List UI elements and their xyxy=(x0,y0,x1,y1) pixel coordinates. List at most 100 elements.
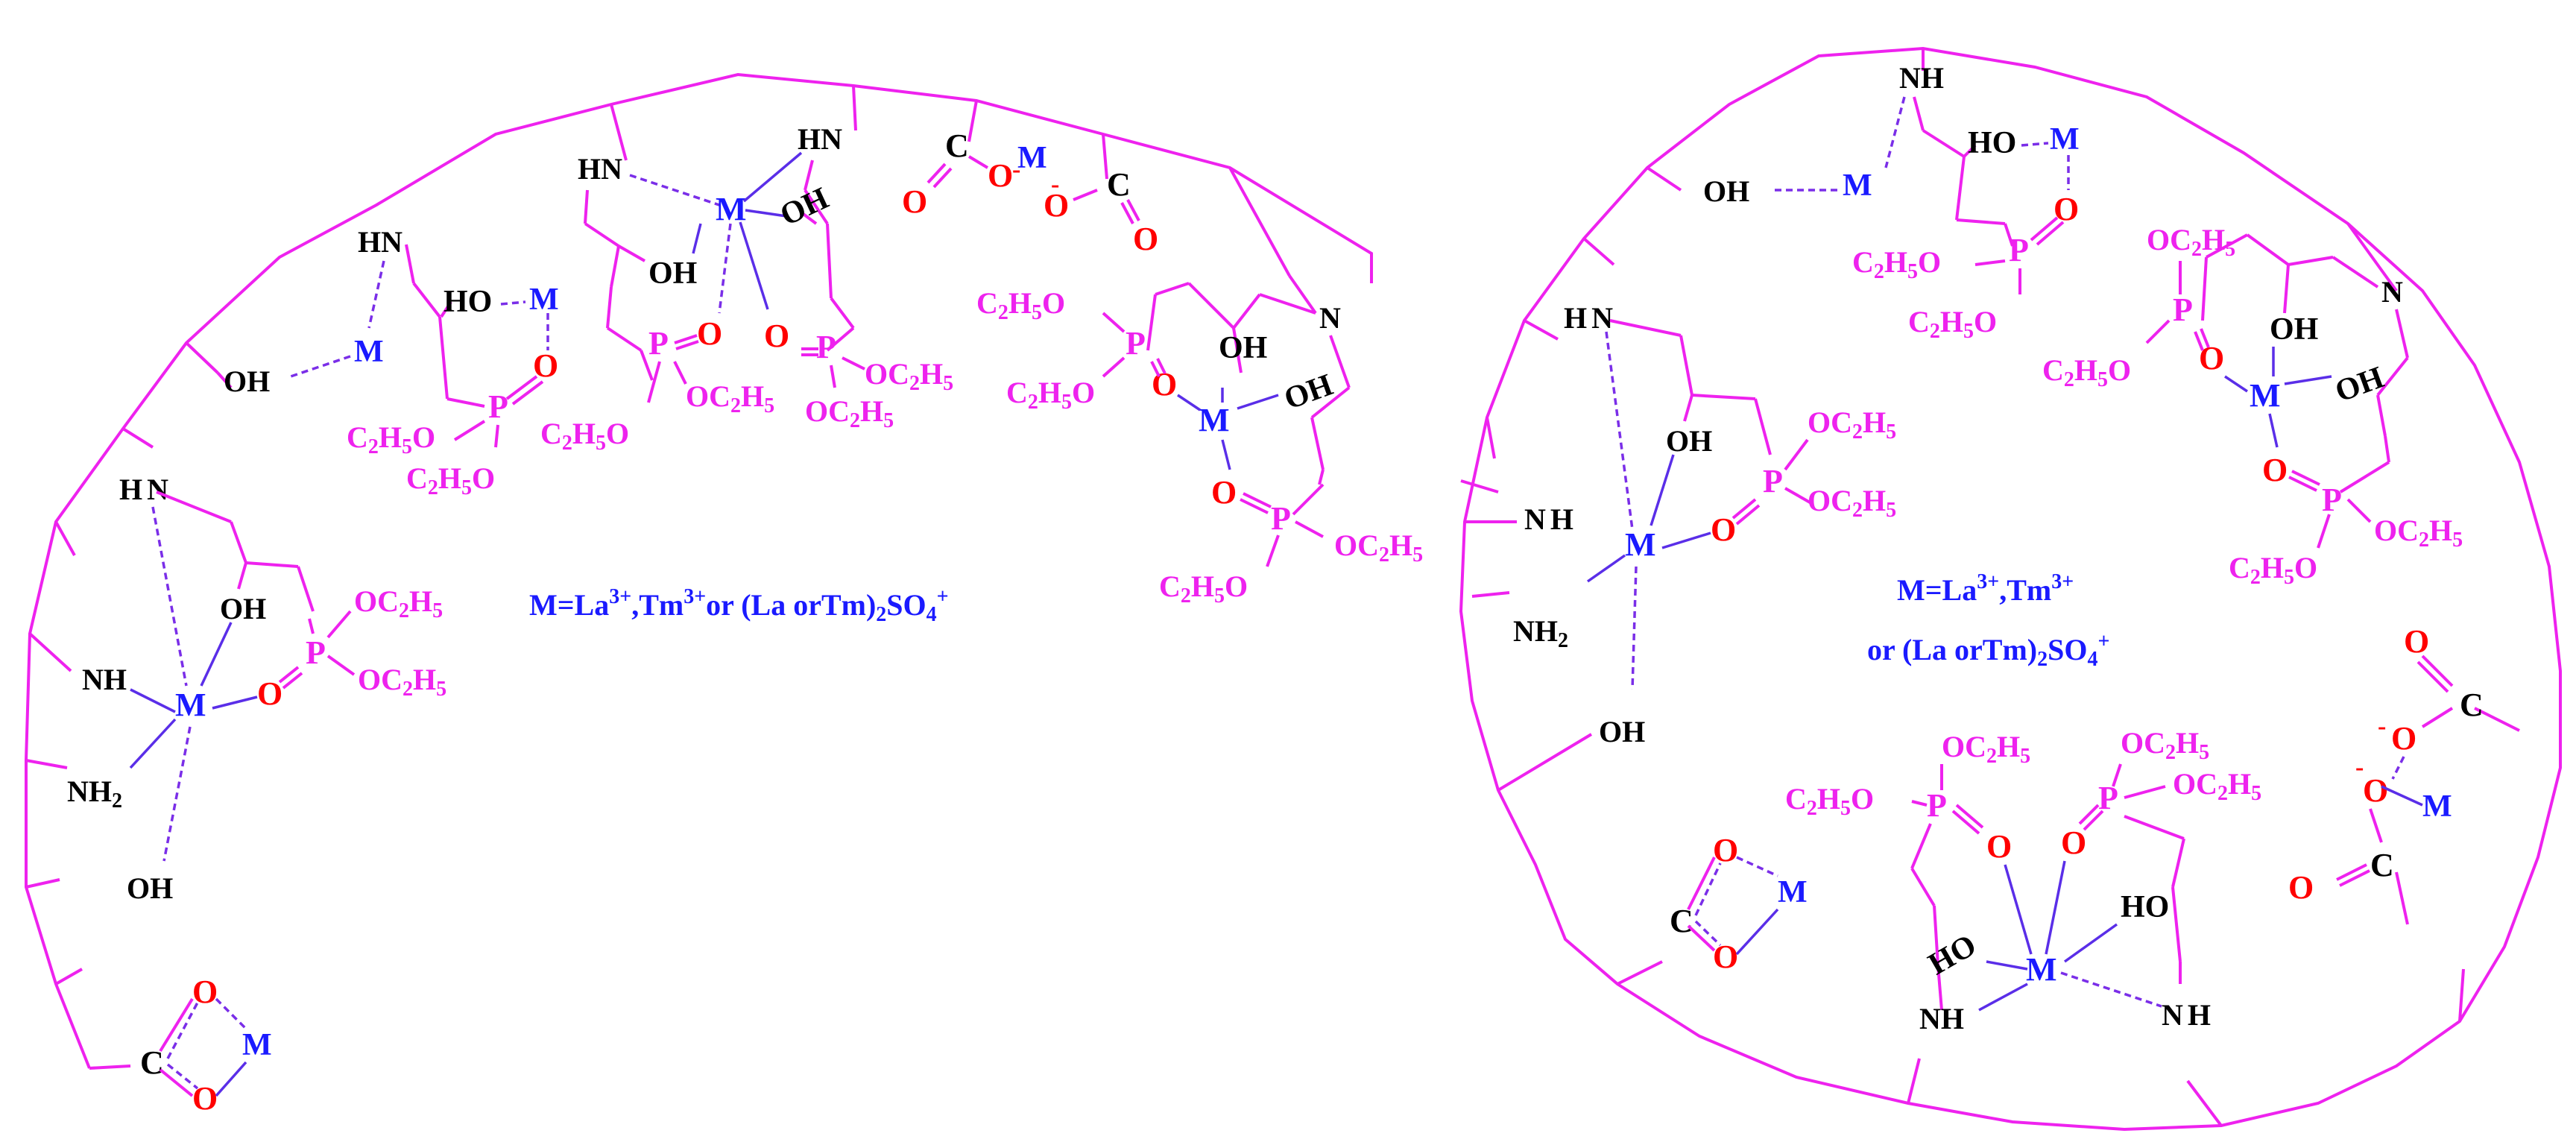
nitrogen-label: N xyxy=(1319,301,1341,335)
oxygen-label: O xyxy=(1713,939,1738,975)
metal-definition-legend-right-line2: or (La orTm)2SO4+ xyxy=(1867,630,2109,671)
hydroxyl-label: OH xyxy=(127,871,173,905)
phosphorus-label: P xyxy=(2322,482,2342,518)
oxygen-label: O xyxy=(764,318,789,354)
carbon-label: C xyxy=(2460,687,2484,723)
phosphorus-label: P xyxy=(1763,463,1783,499)
oxygen-label: O xyxy=(1044,187,1069,224)
left-group-5: N OH OH M O P C2H5O C2H5O O P OC2H5 xyxy=(976,274,1423,608)
amine-label: NH xyxy=(1919,1002,1964,1035)
ethoxy-label: OC2H5 xyxy=(686,379,774,417)
oxygen-label: O xyxy=(2053,191,2079,227)
ethoxy-label: C2H5O xyxy=(1852,245,1941,283)
metal-label: M xyxy=(1017,141,1047,175)
oxygen-label: O xyxy=(533,347,558,384)
left-group-2: HN OH M P O C2H5O OC2H5 xyxy=(540,151,803,455)
ethoxy-label: C2H5O xyxy=(976,286,1065,324)
right-group-4-carboxylate: O C O - O - M C O xyxy=(2288,623,2484,925)
oxygen-label: O xyxy=(1711,511,1736,548)
ethoxy-label: C2H5O xyxy=(406,461,495,499)
oxygen-label: O xyxy=(2288,869,2314,906)
ethoxy-label: OC2H5 xyxy=(2173,767,2261,805)
amine-label: NH2 xyxy=(1513,614,1568,652)
ethoxy-label: OC2H5 xyxy=(354,584,443,622)
metal-definition-legend-left: M=La3+,Tm3+or (La orTm)2SO4+ xyxy=(529,585,949,626)
metal-definition-legend-right-line1: M=La3+,Tm3+ xyxy=(1897,570,2074,607)
oxygen-label: O xyxy=(2262,452,2288,488)
metal-label: M xyxy=(529,283,559,317)
hydroxyl-label: HO xyxy=(443,285,492,319)
oxygen-label: O xyxy=(2363,772,2388,809)
left-group-3: HN OH P O OC2H5 OC2H5 xyxy=(764,122,953,432)
hydroxyl-label: OH xyxy=(1599,715,1645,748)
right-group-6-carboxylate: C O O M xyxy=(1670,832,1808,975)
carbon-label: C xyxy=(945,127,969,164)
hydroxyl-label: OH xyxy=(2270,312,2318,347)
left-polymer-backbone xyxy=(25,72,1373,1070)
nitrogen-label: N xyxy=(2381,275,2403,309)
charge-label: - xyxy=(2378,713,2386,740)
ethoxy-label: OC2H5 xyxy=(865,357,953,395)
left-group-1: HN HO M O P C2H5O C2H5O M OH xyxy=(224,225,559,499)
oxygen-label: O xyxy=(2391,720,2416,757)
right-polymer-ring xyxy=(1459,46,2562,1132)
ethoxy-label: C2H5O xyxy=(1908,305,1997,343)
carbon-label: C xyxy=(1107,166,1131,203)
ethoxy-label: C2H5O xyxy=(347,420,435,458)
ethoxy-label: C2H5O xyxy=(2229,551,2317,589)
phosphorus-label: P xyxy=(1126,325,1146,362)
oxygen-label: O xyxy=(902,183,927,220)
hydroxyl-label: OH xyxy=(1666,424,1712,458)
phosphorus-label: P xyxy=(306,634,326,671)
ethoxy-label: OC2H5 xyxy=(1942,730,2030,768)
hydroxyl-label: OH xyxy=(224,365,270,398)
amine-label: NH xyxy=(82,663,127,696)
metal-label: M xyxy=(2250,377,2281,414)
oxygen-label: O xyxy=(2061,824,2086,861)
metal-label: M xyxy=(1843,168,1872,203)
oxygen-label: O xyxy=(697,315,722,352)
ethoxy-label: OC2H5 xyxy=(2121,726,2209,764)
right-group-1: NH HO M O P C2H5O C2H5O M OH xyxy=(1703,61,2080,343)
phosphorus-label: P xyxy=(816,329,836,365)
ethoxy-label: C2H5O xyxy=(2042,353,2131,391)
oxygen-label: O xyxy=(1713,832,1738,868)
hydroxyl-label: HO xyxy=(1968,126,2016,160)
left-group-7-carboxylate: C O O M xyxy=(140,974,272,1117)
ethoxy-label: OC2H5 xyxy=(2374,514,2463,552)
metal-label: M xyxy=(1625,526,1656,563)
ethoxy-label: OC2H5 xyxy=(805,394,894,432)
metal-label: M xyxy=(2050,122,2080,157)
charge-label: - xyxy=(2355,754,2364,781)
amine-label: HN xyxy=(358,225,402,259)
oxygen-label: O xyxy=(2404,623,2429,660)
hydroxyl-label: HO xyxy=(1923,928,1983,982)
metal-label: M xyxy=(175,687,206,723)
ethoxy-label: OC2H5 xyxy=(358,663,446,701)
ethoxy-label: OC2H5 xyxy=(2147,223,2235,261)
ethoxy-label: C2H5O xyxy=(1785,782,1874,820)
metal-label: M xyxy=(716,191,747,227)
phosphorus-label: P xyxy=(2173,291,2193,328)
right-group-3: N OH OH M O P OC2H5 C2H5O O P OC2H5 C2H5… xyxy=(2042,223,2463,589)
left-group-4-carboxylate: C O O - M C O - O xyxy=(902,127,1158,257)
ethoxy-label: OC2H5 xyxy=(1334,529,1423,567)
oxygen-label: O xyxy=(1133,221,1158,257)
metal-label: M xyxy=(354,335,384,369)
hydroxyl-label: OH xyxy=(1703,174,1749,208)
amine-label: NH xyxy=(1899,61,1944,95)
phosphorus-label: P xyxy=(488,388,508,425)
phosphorus-label: P xyxy=(648,325,669,362)
phosphorus-label: P xyxy=(2009,232,2029,268)
charge-label: - xyxy=(1051,171,1059,198)
ethoxy-label: OC2H5 xyxy=(1808,484,1896,522)
ethoxy-label: C2H5O xyxy=(1006,376,1095,414)
ethoxy-label: C2H5O xyxy=(540,417,629,455)
oxygen-label: O xyxy=(988,157,1013,194)
charge-label: - xyxy=(1012,156,1020,183)
